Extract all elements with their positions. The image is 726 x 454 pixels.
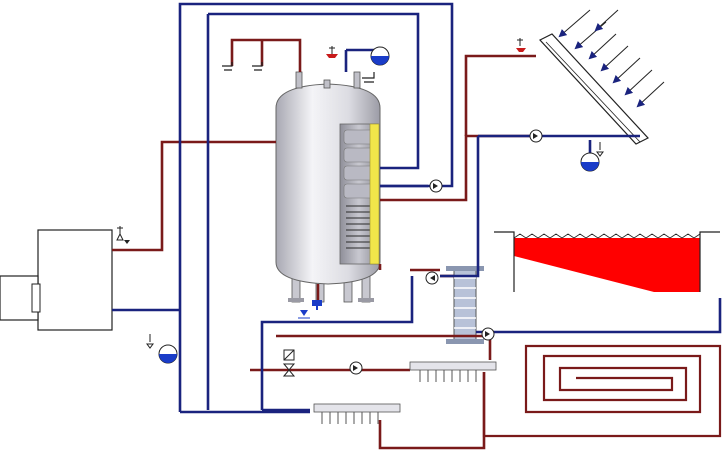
- plate-heat-exchanger: [446, 266, 484, 344]
- sun-rays: [558, 9, 665, 108]
- safety-valve: [116, 226, 130, 244]
- safety-valve: [146, 334, 154, 349]
- solar-coil: [346, 205, 376, 249]
- circulation-pump: [425, 271, 439, 285]
- distribution-manifold: [313, 403, 401, 424]
- hot-pipes: [112, 38, 540, 450]
- circulation-pump: [529, 129, 543, 143]
- safety-valve: [596, 142, 604, 157]
- solar-collector: [539, 33, 649, 145]
- distribution-manifold: [409, 361, 497, 382]
- tap: [222, 62, 233, 71]
- expansion-vessel: [370, 46, 390, 66]
- safety-valve: [516, 38, 526, 52]
- cold-pipes: [112, 2, 722, 414]
- swimming-pool: [494, 231, 720, 292]
- circulation-pump: [429, 179, 443, 193]
- inner-tank-segments: [343, 129, 375, 199]
- tap: [252, 62, 263, 71]
- underfloor-heating-loop: [482, 344, 722, 438]
- circulation-pump: [481, 327, 495, 341]
- tap: [362, 72, 375, 83]
- boiler: [0, 229, 113, 331]
- circulation-pump: [349, 361, 363, 375]
- mixing-valve: [282, 349, 296, 377]
- expansion-vessel: [580, 152, 600, 172]
- drain-tap: [298, 300, 322, 319]
- expansion-vessel: [158, 344, 178, 364]
- safety-valve: [326, 46, 338, 58]
- buffer-storage-tank: [275, 71, 381, 306]
